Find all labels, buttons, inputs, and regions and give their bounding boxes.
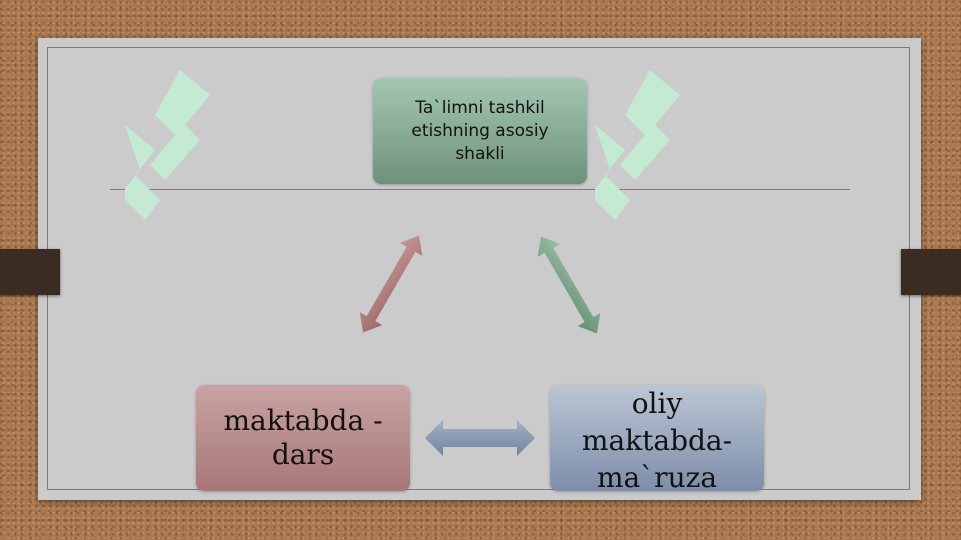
arrow-top-left (359, 235, 423, 333)
left-tab-decoration (0, 249, 60, 295)
node-university-lecture-label: oliy maktabda- ma`ruza (581, 387, 733, 494)
node-university-lecture: oliy maktabda- ma`ruza (550, 385, 764, 494)
node-school-lesson-label: maktabda - dars (223, 404, 383, 471)
arrow-left-right (425, 420, 535, 456)
divider-line (110, 189, 850, 190)
logo-watermark-icon (125, 70, 210, 220)
logo-watermark-icon (595, 70, 680, 220)
right-tab-decoration (901, 249, 961, 295)
node-main-concept: Ta`limni tashkil etishning asosiy shakli (373, 78, 587, 184)
node-school-lesson: maktabda - dars (196, 385, 410, 491)
node-main-concept-label: Ta`limni tashkil etishning asosiy shakli (411, 97, 549, 164)
arrow-top-right (537, 236, 601, 334)
